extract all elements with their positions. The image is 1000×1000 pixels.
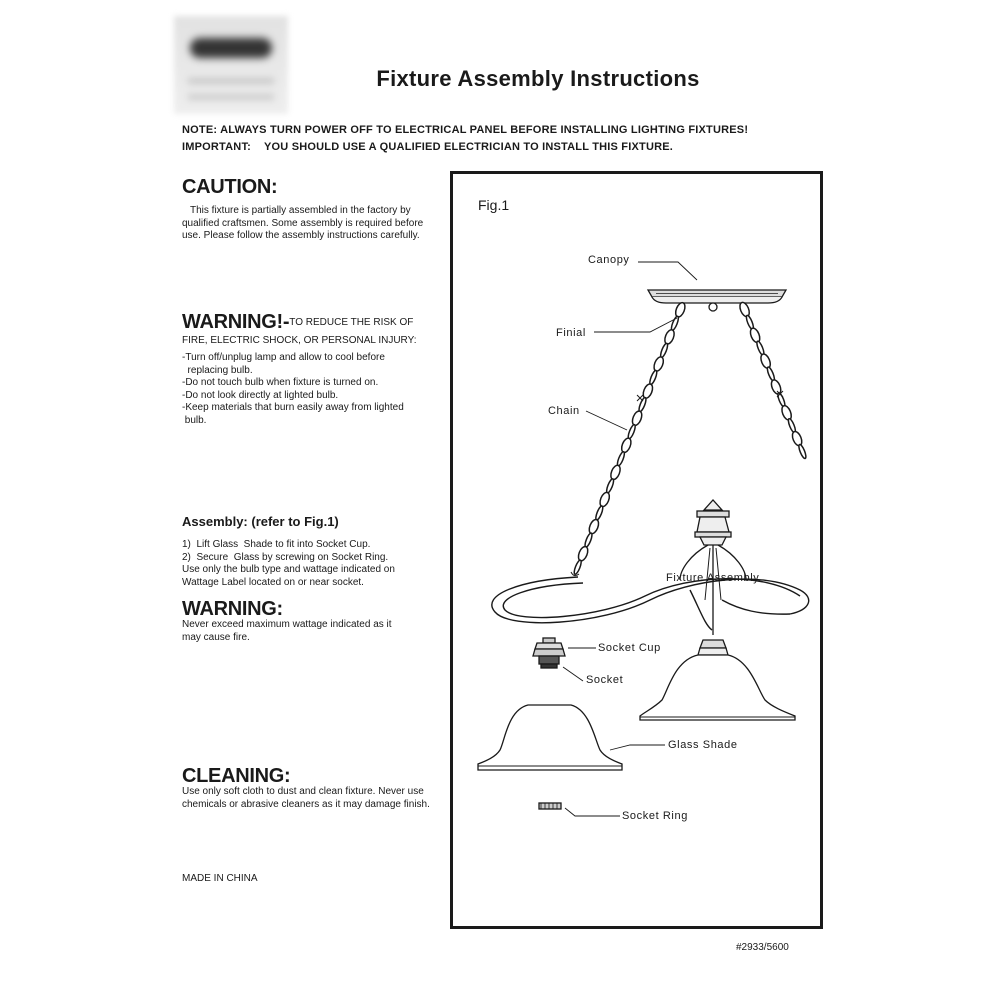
page-title: Fixture Assembly Instructions bbox=[376, 66, 700, 91]
chain-link bbox=[674, 301, 686, 318]
made-in-label: MADE IN CHINA bbox=[182, 873, 258, 884]
warning-list-item: replacing bulb. bbox=[182, 364, 253, 376]
chain-link bbox=[642, 383, 654, 399]
chain-link bbox=[605, 478, 615, 494]
warning-inline-text: TO REDUCE THE RISK OF bbox=[289, 317, 414, 328]
wattage-warning-heading: WARNING: bbox=[182, 598, 283, 620]
power-off-note: NOTE: ALWAYS TURN POWER OFF TO ELECTRICA… bbox=[182, 124, 749, 136]
chain-link bbox=[649, 369, 658, 386]
finial-label: Finial bbox=[556, 327, 586, 339]
chain-link bbox=[616, 451, 626, 467]
glass-shade-label: Glass Shade bbox=[668, 739, 738, 751]
warning-continuation: FIRE, ELECTRIC SHOCK, OR PERSONAL INJURY… bbox=[182, 335, 417, 346]
warning-list-item: -Keep materials that burn easily away fr… bbox=[182, 402, 404, 413]
chain-link bbox=[573, 559, 582, 575]
chain-link bbox=[595, 505, 604, 521]
chain-link bbox=[653, 356, 665, 372]
chain-link bbox=[577, 545, 589, 562]
canopy-label: Canopy bbox=[588, 254, 630, 266]
socket-ring-drawing bbox=[538, 802, 562, 810]
warning-heading: WARNING!-TO REDUCE THE RISK OF bbox=[182, 311, 413, 334]
leader-lines bbox=[562, 261, 698, 817]
fixture-stem bbox=[679, 499, 747, 635]
warning-list: -Turn off/unplug lamp and allow to cool … bbox=[182, 352, 442, 427]
figure-number: Fig.1 bbox=[478, 197, 510, 213]
caution-heading: CAUTION: bbox=[182, 176, 278, 198]
chain-link bbox=[599, 491, 611, 508]
socket-cup-label: Socket Cup bbox=[598, 642, 661, 654]
left-chain bbox=[573, 301, 686, 576]
chain-link bbox=[631, 410, 643, 427]
cleaning-heading: CLEANING: bbox=[182, 765, 291, 787]
chain-link bbox=[798, 443, 807, 460]
socket-cup-drawing bbox=[532, 637, 566, 657]
right-chain bbox=[739, 301, 807, 460]
chain-link bbox=[620, 437, 632, 454]
chain-link bbox=[659, 342, 669, 359]
part-number: #2933/5600 bbox=[736, 942, 789, 953]
assembly-heading: Assembly: (refer to Fig.1) bbox=[182, 514, 339, 529]
cleaning-body: Use only soft cloth to dust and clean fi… bbox=[182, 786, 430, 810]
chain-link bbox=[584, 532, 593, 548]
warning-list-item: bulb. bbox=[182, 414, 207, 426]
canopy-drawing bbox=[646, 289, 788, 312]
blurred-logo bbox=[174, 16, 288, 114]
warning-list-item: -Turn off/unplug lamp and allow to cool … bbox=[182, 352, 385, 363]
warning-list-item: -Do not touch bulb when fixture is turne… bbox=[182, 377, 379, 388]
caution-body: This fixture is partially assembled in t… bbox=[182, 205, 424, 241]
glass-shade-drawing bbox=[477, 704, 623, 771]
socket-drawing bbox=[538, 655, 560, 669]
assembly-step: 1) Lift Glass Shade to fit into Socket C… bbox=[182, 539, 371, 550]
figure-frame bbox=[450, 171, 823, 929]
warning-heading-label: WARNING!- bbox=[182, 311, 290, 333]
assembly-step: Wattage Label located on or near socket. bbox=[182, 576, 364, 588]
fixture-arms bbox=[491, 576, 810, 631]
chain-link bbox=[670, 315, 680, 332]
electrician-note: IMPORTANT: YOU SHOULD USE A QUALIFIED ELE… bbox=[182, 141, 673, 153]
chain-link bbox=[588, 518, 600, 535]
assembly-steps: 1) Lift Glass Shade to fit into Socket C… bbox=[182, 539, 442, 589]
socket-ring-label: Socket Ring bbox=[622, 810, 688, 822]
important-text: YOU SHOULD USE A QUALIFIED ELECTRICIAN T… bbox=[264, 141, 674, 153]
chain-label: Chain bbox=[548, 405, 580, 417]
warning-list-item: -Do not look directly at lighted bulb. bbox=[182, 389, 339, 401]
assembly-step: Use only the bulb type and wattage indic… bbox=[182, 564, 395, 575]
important-label: IMPORTANT: bbox=[182, 141, 252, 153]
chain-link bbox=[610, 464, 621, 481]
assembled-shade bbox=[639, 639, 796, 721]
fixture-assembly-label: Fixture Assembly bbox=[666, 572, 760, 584]
socket-label: Socket bbox=[586, 674, 624, 686]
chain-link bbox=[627, 423, 636, 440]
wattage-warning-body: Never exceed maximum wattage indicated a… bbox=[182, 619, 392, 643]
chain-link bbox=[664, 329, 675, 345]
assembly-step: 2) Secure Glass by screwing on Socket Ri… bbox=[182, 551, 389, 563]
